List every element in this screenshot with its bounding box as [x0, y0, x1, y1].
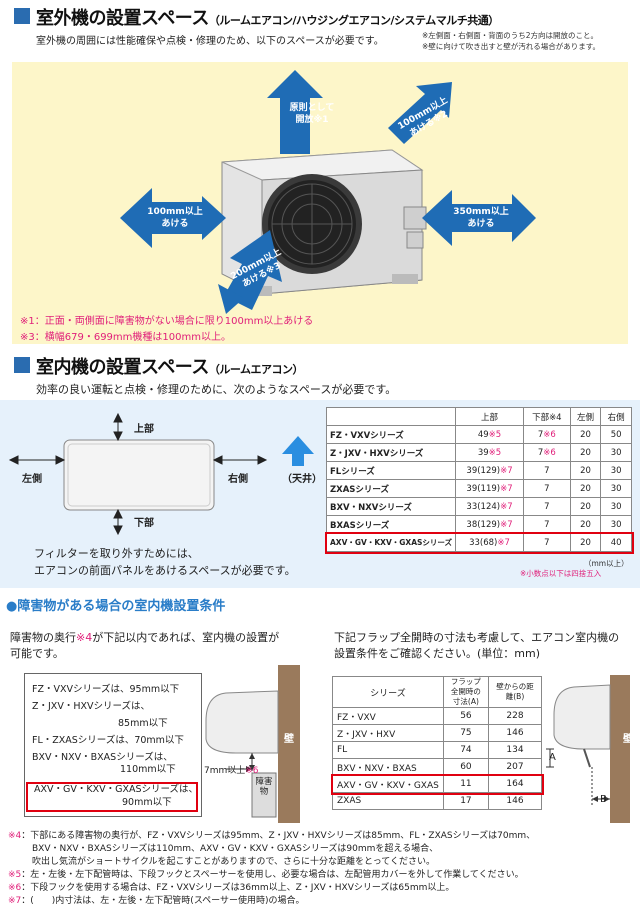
wall-label: 壁 [284, 734, 294, 745]
table-row: ZXAS 17 146 [332, 792, 542, 810]
round-note: ※小数点以下は四捨五入 [520, 569, 602, 578]
footnote-4-cont: BXV・NXV・BXASシリーズは110mm、AXV・GV・KXV・GXASシリ… [32, 844, 439, 854]
outdoor-side-note-1: ※左側面・右側面・背面のうち2方向は開放のこと。 [422, 31, 599, 40]
arrow-left-label: 100mm以上あける [147, 207, 203, 229]
table-header-corner [325, 407, 457, 426]
obstacle-depth-highlight-text: AXV・GV・KXV・GXASシリーズは、 90mm以下 [34, 784, 199, 808]
table-row: BXV・NXV・BXAS 60 207 [332, 758, 542, 776]
arrow-right-icon [422, 190, 536, 246]
obstacle-title: ●障害物がある場合の室内機設置条件 [6, 599, 226, 614]
table-header: 下部※4 [523, 407, 571, 426]
arrow-left-icon [120, 188, 226, 248]
indoor-title: 室内機の設置スペース（ルームエアコン） [36, 357, 304, 378]
unit-note: （mm以上） [584, 559, 629, 568]
dim-arrow-right-icon [212, 455, 268, 465]
section-marker [14, 357, 30, 373]
outdoor-unit-diagram [120, 70, 536, 314]
label-top: 上部 [134, 424, 154, 435]
arrow-top-icon [267, 70, 323, 154]
dim-arrow-left-icon [8, 455, 66, 465]
arrow-top-label: 原則として開放※1 [289, 103, 335, 125]
list-item: FZ・VXVシリーズは、95mm以下 [32, 684, 180, 695]
table-row: FZ・VXV 56 228 [332, 707, 542, 725]
filter-note-2: エアコンの前面パネルをあけるスペースが必要です。 [34, 564, 296, 577]
table-row: FZ・VXVシリーズ 49※5 7※6 20 50 [325, 425, 632, 444]
table-row: Z・JXV・HXV 75 146 [332, 724, 542, 742]
label-a: A [549, 752, 556, 763]
label-bottom: 下部 [134, 518, 154, 529]
list-item: FL・ZXASシリーズは、70mm以下 [32, 735, 184, 746]
arrow-back-icon [388, 82, 452, 144]
outdoor-note-3: ※3：横幅679・699mm機種は100mm以上。 [20, 332, 231, 343]
obstacle-depth-highlight [26, 782, 198, 812]
filter-note-1: フィルターを取り外すためには、 [34, 547, 199, 560]
wall-label-2: 壁 [623, 734, 633, 745]
table-row: FL 74 134 [332, 741, 542, 759]
list-item: 85mm以下 [118, 718, 168, 729]
table-header: 左側 [569, 407, 602, 426]
footnote-4: ※4：下部にある障害物の奥行が、FZ・VXVシリーズは95mm、Z・JXV・HX… [8, 831, 536, 841]
outdoor-side-note-2: ※壁に向けて吹き出すと壁が汚れる場合があります。 [422, 42, 601, 51]
footnotes: ※4：下部にある障害物の奥行が、FZ・VXVシリーズは95mm、Z・JXV・HX… [8, 830, 535, 908]
table-row-highlighted: AXV・GV・KXV・GXAS 11 164 [330, 773, 544, 795]
footnote-5: ※5：左・左後・左下配管時は、下段フックとスペーサーを使用し、必要な場合は、左配… [8, 870, 524, 880]
flap-dimension-table: シリーズ フラップ全開時の寸法(A) 壁からの距離(B) FZ・VXV 56 2… [330, 676, 544, 810]
label-left: 左側 [22, 474, 42, 485]
outdoor-note-1: ※1：正面・両側面に障害物がない場合に限り100mm以上あける [20, 316, 314, 327]
indoor-unit-diagram [8, 412, 314, 536]
obstacle-depth-list: FZ・VXVシリーズは、95mm以下 Z・JXV・HXVシリーズは、 85mm以… [32, 681, 184, 778]
footnote-7: ※7：( )内寸法は、左・左後・左下配管時(スペーサー使用時)の場合。 [8, 896, 305, 906]
table-row: BXASシリーズ 38(129)※7 7 20 30 [325, 515, 632, 534]
obstacle-depth-box [24, 673, 202, 817]
obstacle-right-desc-2: 設置条件をご確認ください。(単位：mm) [334, 647, 541, 660]
arrow-front-icon [218, 230, 282, 314]
label-ceiling: （天井） [282, 474, 322, 485]
table-row: BXV・NXVシリーズ 33(124)※7 7 20 30 [325, 497, 632, 516]
dim-arrow-bottom-icon [113, 508, 123, 536]
table-header-row: シリーズ フラップ全開時の寸法(A) 壁からの距離(B) [332, 676, 542, 708]
table-header: 右側 [600, 407, 632, 426]
indoor-space-table: 上部 下部※4 左側 右側 FZ・VXVシリーズ 49※5 7※6 20 50 … [324, 407, 634, 554]
outdoor-desc: 室外機の周囲には性能確保や点検・修理のため、以下のスペースが必要です。 [36, 36, 384, 47]
obstacle-wall-illustration [205, 665, 300, 823]
flap-illustration [546, 675, 630, 823]
footnote-4-cont2: 吹出し気流がショートサイクルを起こすことがありますので、さらに十分な距離をとって… [32, 857, 436, 867]
table-header-row: 上部 下部※4 左側 右側 [325, 407, 632, 426]
table-row-highlighted: AXV・GV・KXV・GXASシリーズ 33(68)※7 7 20 40 [324, 531, 634, 554]
list-item: BXV・NXV・BXASシリーズは、 [32, 752, 173, 763]
label-b: B [600, 794, 607, 805]
table-header: 上部 [455, 407, 524, 426]
outdoor-title: 室外機の設置スペース（ルームエアコン/ハウジングエアコン/システムマルチ共通） [36, 8, 499, 29]
list-item: 110mm以下 [120, 764, 176, 775]
arrow-right-label: 350mm以上あける [453, 207, 509, 229]
dim-7mm-label: 7mm以上※6 [204, 766, 259, 776]
table-row: Z・JXV・HXVシリーズ 39※5 7※6 20 30 [325, 443, 632, 462]
dim-arrow-top-icon [113, 412, 123, 442]
label-right: 右側 [228, 474, 248, 485]
table-row: FLシリーズ 39(129)※7 7 20 30 [325, 461, 632, 480]
ceiling-arrow-icon [282, 436, 314, 466]
indoor-desc: 効率の良い運転と点検・修理のために、次のようなスペースが必要です。 [36, 383, 397, 396]
obstacle-label: 障害物 [255, 777, 273, 797]
list-item: Z・JXV・HXVシリーズは、 [32, 701, 150, 712]
section-marker [14, 8, 30, 24]
obstacle-left-desc-1: 障害物の奥行※4が下記以内であれば、室内機の設置が [10, 631, 280, 644]
footnote-6: ※6：下段フックを使用する場合は、FZ・VXVシリーズは36mm以上、Z・JXV… [8, 883, 455, 893]
obstacle-left-desc-2: 可能です。 [10, 647, 64, 660]
table-row: ZXASシリーズ 39(119)※7 7 20 30 [325, 479, 632, 498]
obstacle-right-desc-1: 下記フラップ全開時の寸法も考慮して、エアコン室内機の [334, 631, 620, 644]
